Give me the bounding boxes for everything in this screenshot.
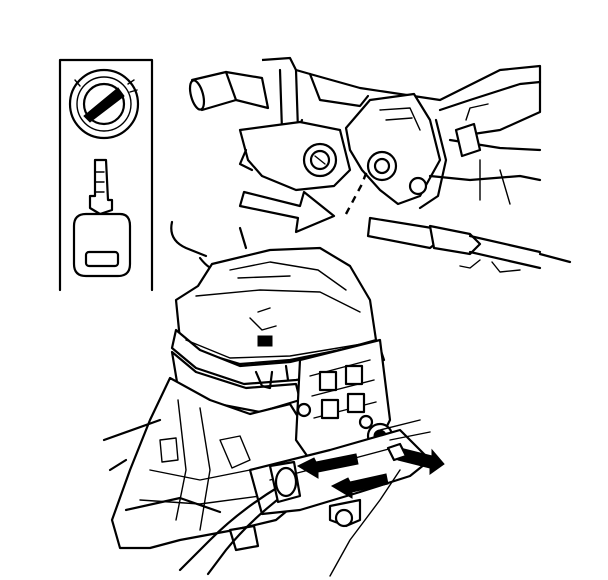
shift-cables [178, 419, 431, 576]
direction-arrow-right [238, 190, 336, 234]
steering-column-assembly [188, 56, 542, 210]
right-edge-line [329, 469, 401, 577]
ignition-lock-cylinder-icon [68, 68, 140, 140]
shift-cable-end [366, 216, 572, 273]
double-arrow-right [386, 442, 445, 475]
dashed-lead-line [344, 167, 370, 215]
ignition-key-icon [72, 158, 132, 278]
inset-panel [58, 58, 154, 292]
double-arrow-left [296, 453, 389, 499]
